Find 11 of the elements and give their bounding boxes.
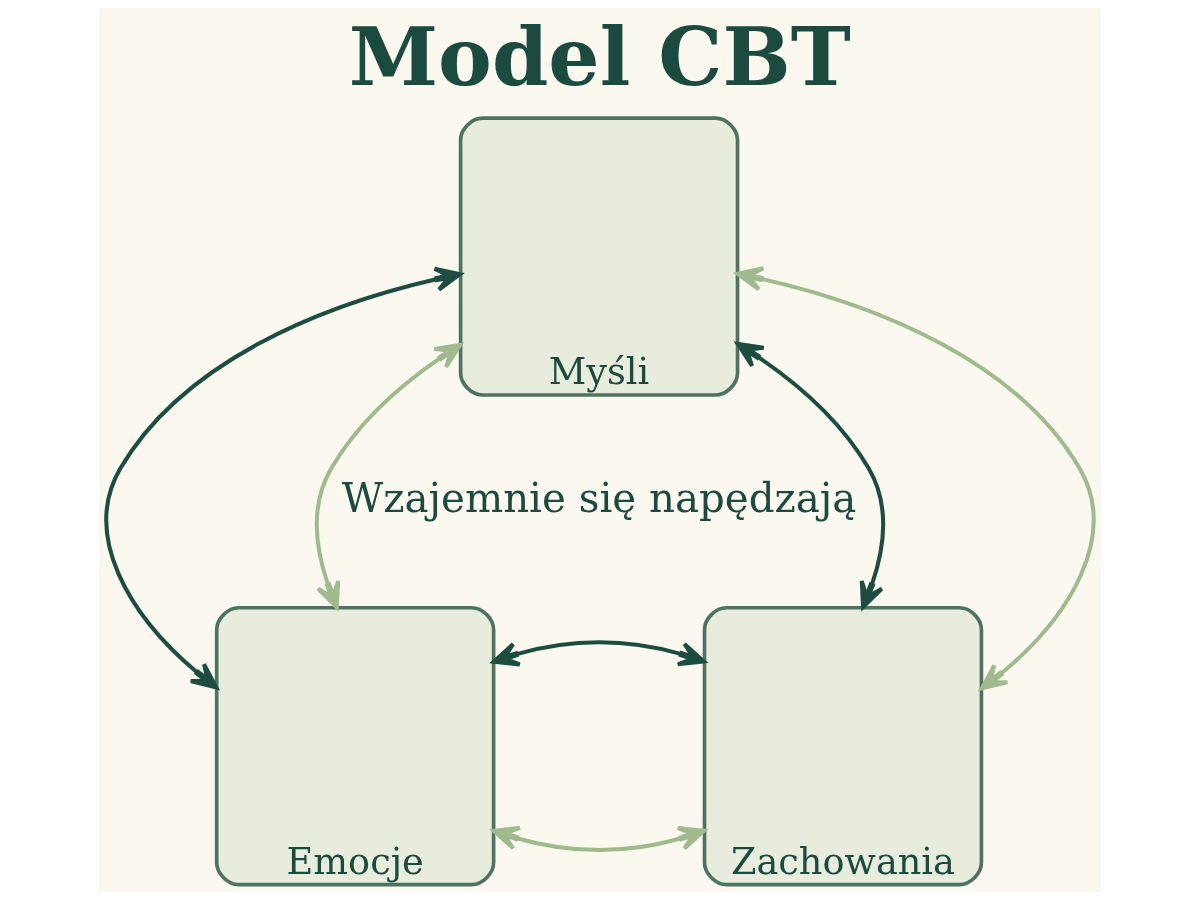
- diagram-title: Model CBT: [348, 9, 851, 105]
- arrow: [491, 640, 706, 667]
- node-box: Myśli: [458, 116, 740, 397]
- arrow: [735, 266, 1096, 691]
- arrow: [491, 825, 706, 853]
- arrow: [735, 341, 886, 610]
- label: Wzajemnie się napędzają: [341, 474, 857, 522]
- arrow: [314, 343, 463, 610]
- node-box: Emocje: [214, 605, 496, 887]
- arrow: [104, 266, 463, 690]
- node-box: Zachowania: [702, 605, 984, 887]
